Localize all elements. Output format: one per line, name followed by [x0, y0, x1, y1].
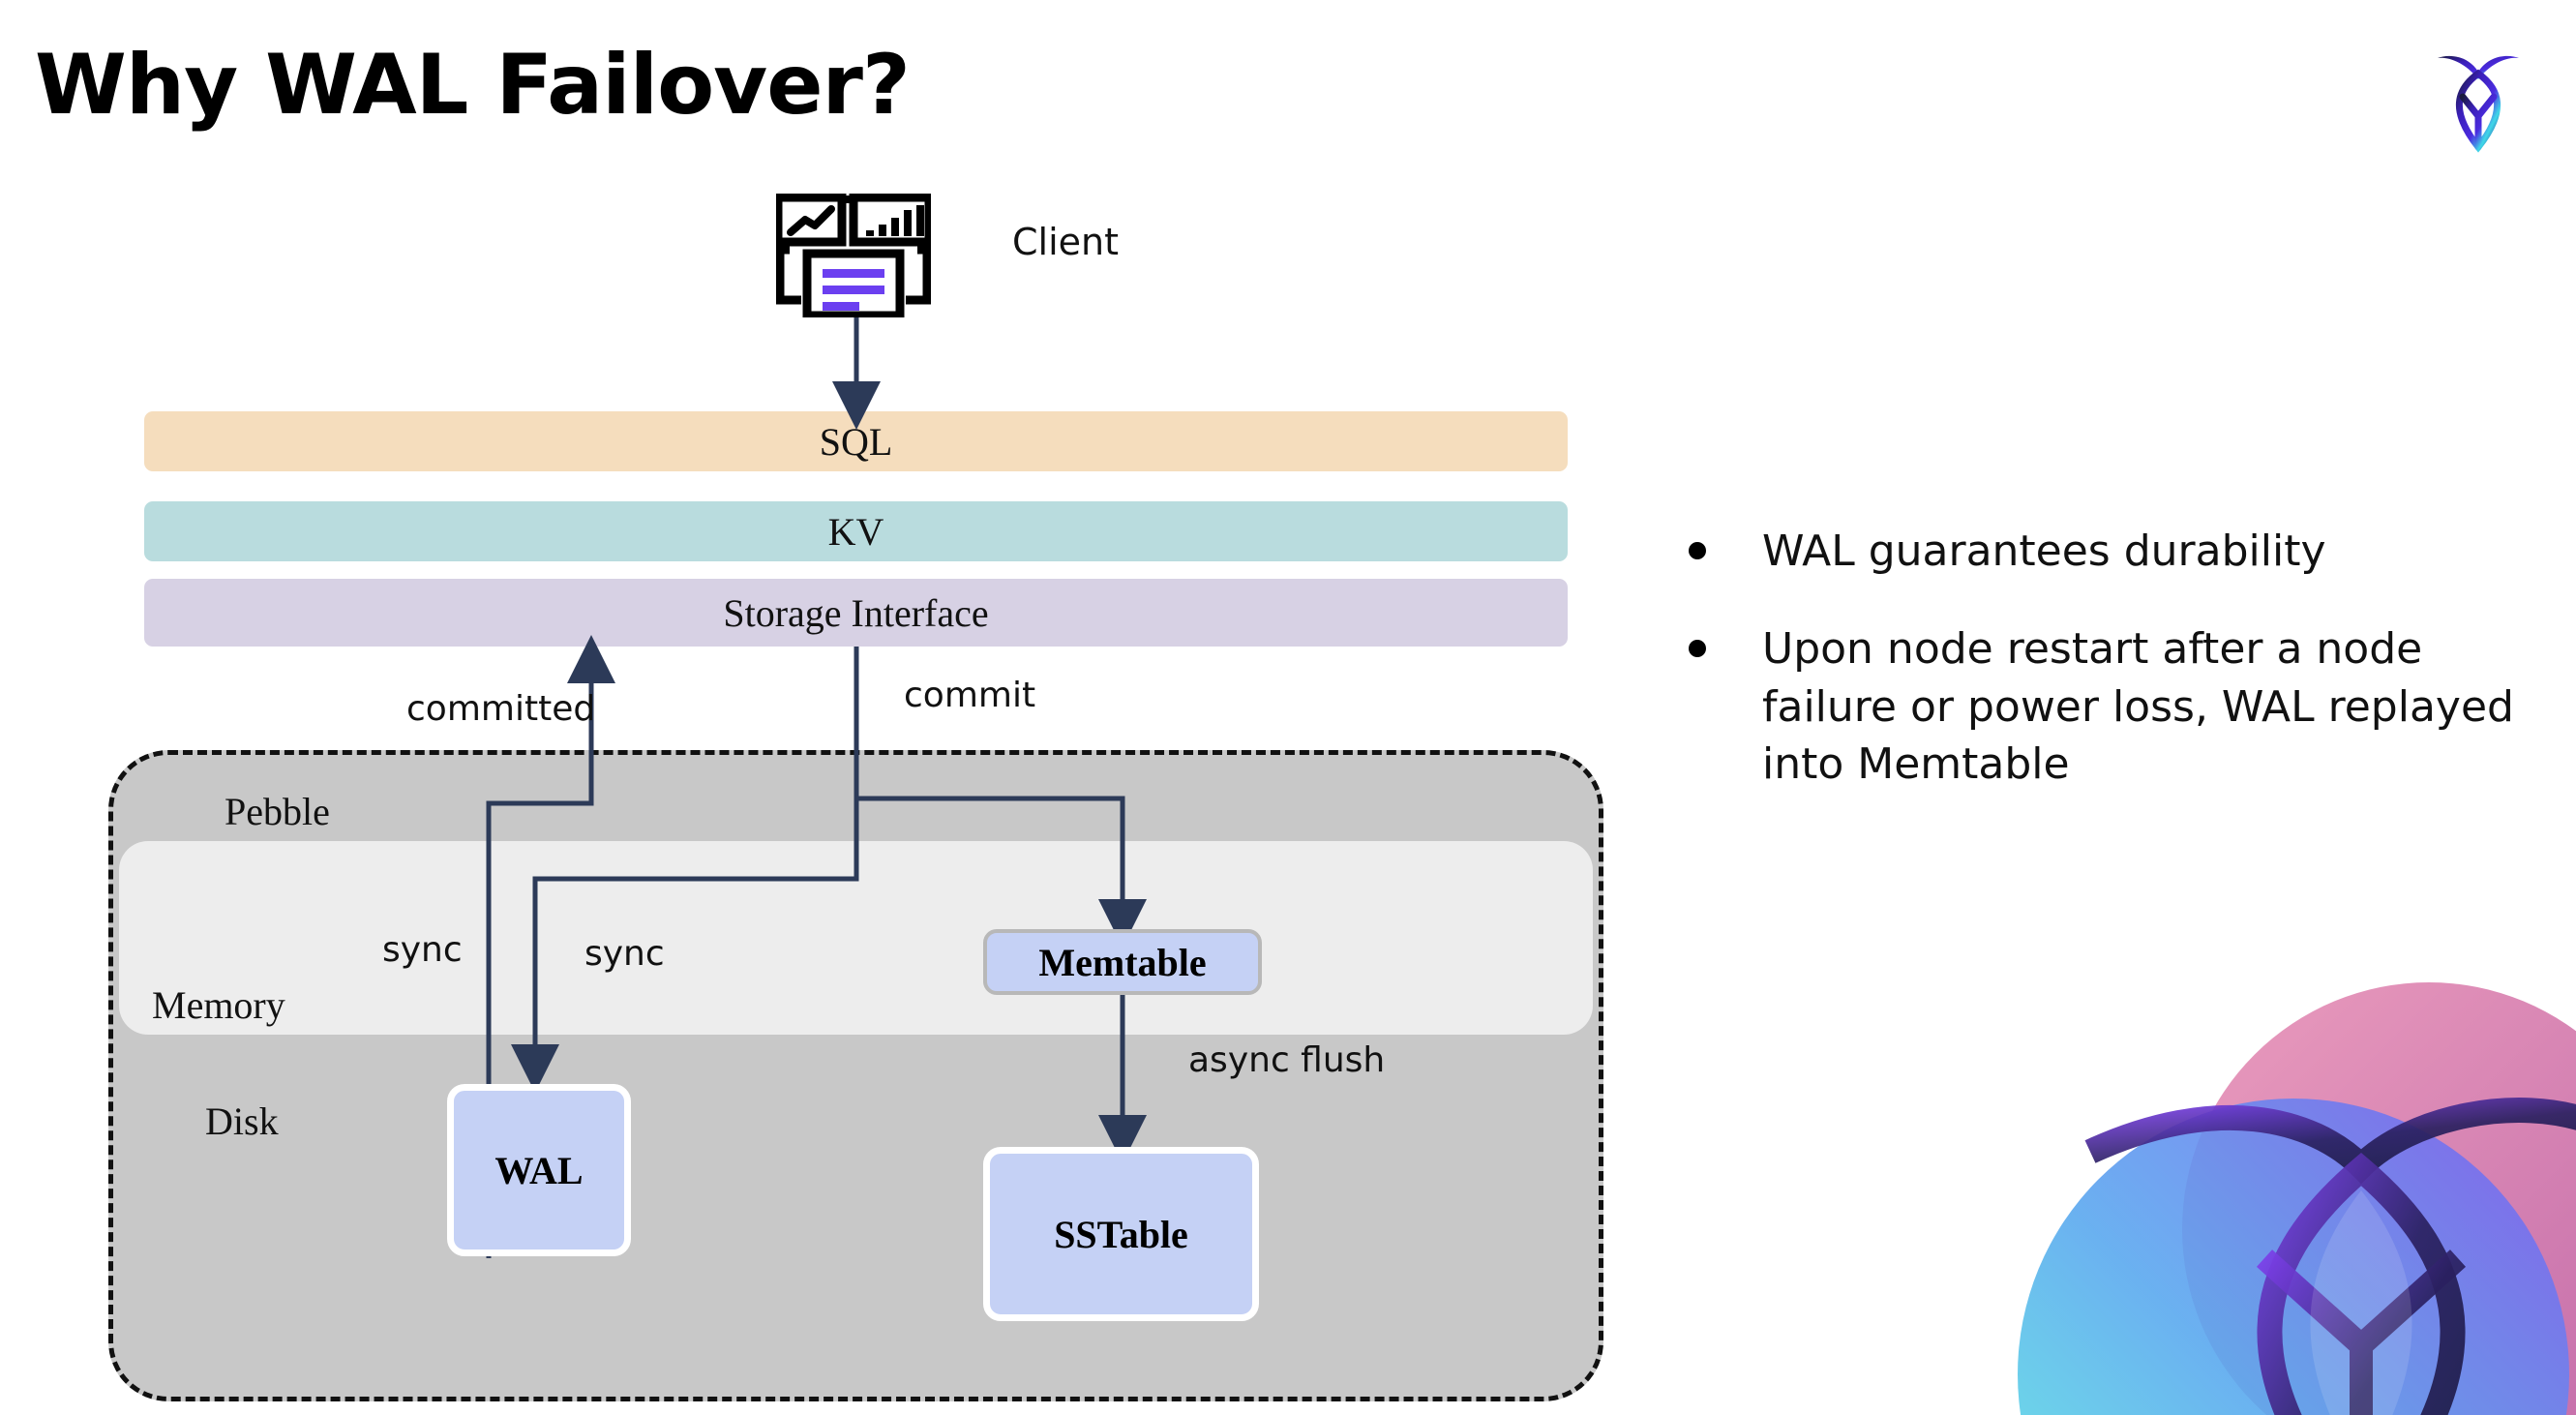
pebble-label: Pebble	[225, 790, 330, 833]
edge-label-sync-left: sync	[382, 930, 463, 970]
cockroachdb-logo-icon	[2424, 39, 2532, 153]
layer-label-kv: KV	[827, 509, 884, 554]
node-memtable: Memtable	[983, 929, 1262, 995]
bullet-dot-icon	[1689, 542, 1706, 559]
edge-label-commit: commit	[904, 676, 1036, 715]
node-label-memtable: Memtable	[1038, 940, 1207, 984]
bullet-text: WAL guarantees durability	[1762, 527, 2326, 576]
client-label: Client	[1012, 221, 1120, 263]
layer-label-storage-interface: Storage Interface	[723, 590, 989, 635]
edge-label-committed: committed	[406, 689, 596, 729]
bullet-text: Upon node restart after a node failure o…	[1762, 624, 2514, 790]
client-dashboard-icon	[773, 193, 934, 320]
disk-label: Disk	[205, 1099, 279, 1143]
list-item: Upon node restart after a node failure o…	[1689, 620, 2521, 793]
memory-label: Memory	[152, 983, 285, 1027]
layer-bar-kv: KV	[144, 501, 1568, 561]
list-item: WAL guarantees durability	[1689, 523, 2521, 580]
node-label-sstable: SSTable	[1054, 1212, 1188, 1256]
bullet-list: WAL guarantees durability Upon node rest…	[1689, 523, 2521, 834]
node-label-wal: WAL	[494, 1148, 584, 1192]
node-sstable: SSTable	[983, 1147, 1259, 1321]
node-wal: WAL	[447, 1084, 631, 1256]
edge-label-async-flush: async flush	[1188, 1040, 1386, 1080]
edge-label-sync-right: sync	[584, 934, 665, 974]
bullet-dot-icon	[1689, 640, 1706, 658]
page-title: Why WAL Failover?	[35, 37, 911, 134]
layer-bar-storage-interface: Storage Interface	[144, 579, 1568, 647]
